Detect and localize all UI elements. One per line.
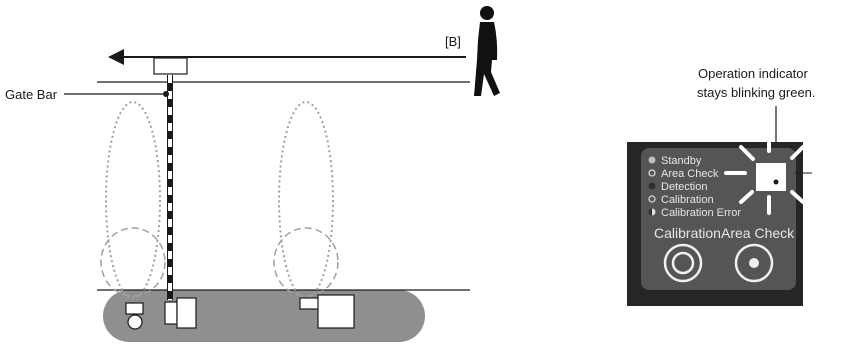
operation-note-line1: Operation indicator: [698, 66, 809, 81]
gate-bar-label: Gate Bar: [5, 87, 58, 102]
indicator-list: Standby Area Check Detection Calibration…: [648, 155, 741, 219]
indicator-calibration-error-label: Calibration Error: [661, 207, 741, 219]
area-check-button-label: Area Check: [721, 225, 795, 241]
indicator-detection-label: Detection: [661, 181, 707, 193]
right-controller-box: [317, 294, 355, 329]
control-panel: Standby Area Check Detection Calibration…: [627, 131, 812, 306]
direction-label: [B]: [445, 34, 461, 49]
indicator-standby-label: Standby: [661, 155, 702, 167]
direction-arrow: [108, 49, 466, 65]
calibration-error-half-icon: [648, 208, 656, 216]
gate-base-large: [176, 297, 197, 329]
left-sensor-head: [125, 302, 144, 315]
left-detection-zone: [105, 101, 161, 299]
calibration-button-label: Calibration: [654, 225, 721, 241]
ground-base: [103, 290, 425, 342]
right-near-zone: [273, 227, 339, 297]
blink-rays-icon: [724, 131, 805, 215]
calibration-button-ring-icon: [671, 251, 695, 275]
right-sensor-head: [299, 297, 320, 310]
operation-indicator-light: [756, 163, 786, 191]
area-check-button-dot-icon: [749, 258, 759, 268]
operation-indicator-dot: [773, 179, 779, 185]
indicator-calibration-label: Calibration: [661, 194, 714, 206]
gate-base-small: [164, 301, 178, 325]
area-check-ring-icon: [648, 169, 656, 177]
operation-note-line2: stays blinking green.: [697, 85, 816, 100]
right-detection-zone: [278, 101, 334, 299]
detection-dot-icon: [648, 182, 656, 190]
gate-controller-box: [153, 57, 188, 75]
left-sensor-emitter: [127, 314, 143, 330]
standby-dot-icon: [648, 156, 656, 164]
walking-person-icon: [474, 6, 500, 96]
area-check-button[interactable]: [734, 243, 774, 283]
gate-bar-pointer-dot: [163, 91, 169, 97]
calibration-button[interactable]: [663, 243, 703, 283]
calibration-ring-icon: [648, 195, 656, 203]
indicator-area-check-label: Area Check: [661, 168, 719, 180]
left-near-zone: [100, 227, 166, 297]
